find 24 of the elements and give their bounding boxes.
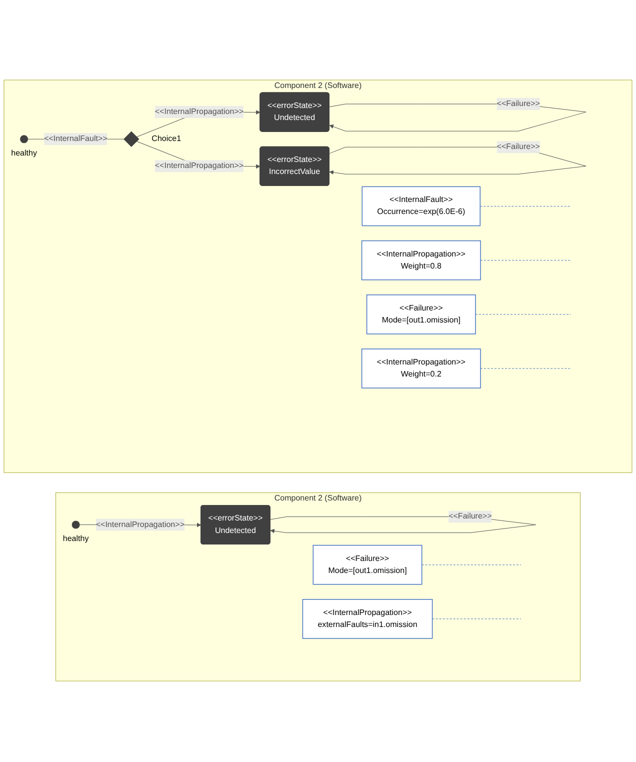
connector [480,260,572,262]
node-box: <<InternalPropagation>> Weight=0.2 [361,349,481,389]
node-box: <<InternalPropagation>> Weight=0.8 [361,240,481,281]
edge-label: <<Failure>> [496,100,540,109]
connector [480,368,572,370]
node-label: Choice1 [152,135,182,144]
node-circle [72,521,80,530]
edge-label: <<InternalFault>> [44,135,108,144]
node-box: <<Failure>> Mode=[out1.omission] [366,294,476,335]
node-box: <<InternalFault>> Occurrence=exp(6.0E-6) [362,186,481,227]
node-label: healthy [11,149,37,158]
node-circle [20,136,28,144]
node-diamond [124,132,140,148]
node-box: <<Failure>> Mode=[out1.omission] [312,545,422,586]
node-label: healthy [62,535,89,544]
connector [432,619,522,620]
edge-label: <<InternalPropagation>> [154,108,244,117]
edge-label: <<InternalPropagation>> [154,162,244,171]
edge-label: <<Failure>> [448,512,492,522]
node-box: <<InternalPropagation>> externalFaults=in1.omission [302,599,433,640]
edge-label: <<InternalPropagation>> [96,520,184,530]
connector [422,565,522,566]
connector [475,314,572,316]
edge-label: <<Failure>> [496,143,540,152]
